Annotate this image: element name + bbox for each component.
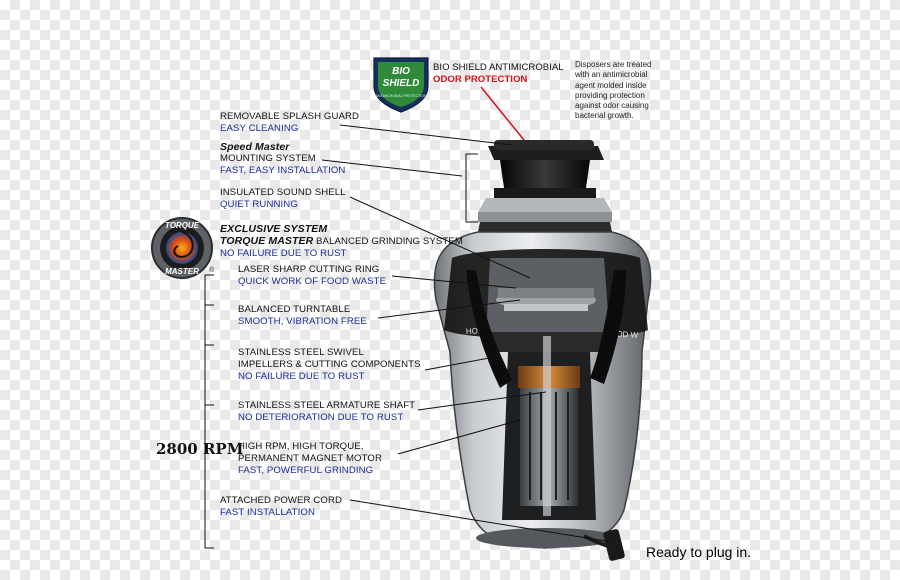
callout-splash-guard-benefit: EASY CLEANING: [220, 123, 299, 134]
svg-text:ANTIMICROBIAL PROTECTION: ANTIMICROBIAL PROTECTION: [375, 94, 426, 98]
callout-grinding-title: BALANCED GRINDING SYSTEM: [316, 236, 463, 247]
svg-text:®: ®: [209, 266, 215, 274]
callout-turntable-benefit: SMOOTH, VIBRATION FREE: [238, 316, 367, 327]
callout-splash-guard: REMOVABLE SPLASH GUARD EASY CLEANING: [220, 111, 359, 135]
callout-motor-title: HIGH RPM, HIGH TORQUE,: [238, 441, 364, 452]
callout-impellers-title: STAINLESS STEEL SWIVEL: [238, 347, 364, 358]
callout-grinding-system: EXCLUSIVE SYSTEM TORQUE MASTER BALANCED …: [220, 223, 463, 260]
callout-impellers: STAINLESS STEEL SWIVEL IMPELLERS & CUTTI…: [238, 347, 421, 383]
callout-power-cord-benefit: FAST INSTALLATION: [220, 507, 315, 518]
svg-text:BIO: BIO: [392, 66, 410, 77]
svg-text:OOD W: OOD W: [610, 329, 639, 340]
callout-impellers-subtitle: IMPELLERS & CUTTING COMPONENTS: [238, 359, 421, 370]
callout-mounting-title: MOUNTING SYSTEM: [220, 153, 316, 164]
svg-text:MASTER: MASTER: [165, 267, 199, 276]
torque-master-icon: TORQUE MASTER ®: [151, 217, 215, 279]
callout-mounting-system: Speed Master MOUNTING SYSTEM FAST, EASY …: [220, 141, 345, 177]
callout-power-cord-title: ATTACHED POWER CORD: [220, 495, 342, 506]
callout-splash-guard-title: REMOVABLE SPLASH GUARD: [220, 111, 360, 122]
bio-shield-icon: BIO SHIELD ANTIMICROBIAL PROTECTION: [373, 57, 429, 113]
callout-turntable: BALANCED TURNTABLE SMOOTH, VIBRATION FRE…: [238, 304, 367, 328]
callout-sound-shell-title: INSULATED SOUND SHELL: [220, 187, 346, 198]
odor-protection-label: ODOR PROTECTION: [433, 74, 528, 85]
callout-turntable-title: BALANCED TURNTABLE: [238, 304, 351, 315]
callout-lines: [204, 86, 613, 549]
torque-master-brand: TORQUE MASTER: [220, 235, 314, 247]
callout-grinding-benefit: NO FAILURE DUE TO RUST: [220, 248, 347, 259]
speed-master-brand: Speed Master: [220, 141, 290, 153]
callout-mounting-benefit: FAST, EASY INSTALLATION: [220, 165, 346, 176]
callout-sound-shell-benefit: QUIET RUNNING: [220, 199, 298, 210]
callout-cutting-ring: LASER SHARP CUTTING RING QUICK WORK OF F…: [238, 264, 386, 288]
svg-text:SHIELD: SHIELD: [383, 78, 420, 89]
ready-to-plug-label: Ready to plug in.: [646, 544, 752, 560]
callout-impellers-benefit: NO FAILURE DUE TO RUST: [238, 371, 365, 382]
callout-armature-benefit: NO DETERIORATION DUE TO RUST: [238, 412, 404, 423]
callout-sound-shell: INSULATED SOUND SHELL QUIET RUNNING: [220, 187, 346, 211]
callout-armature-shaft: STAINLESS STEEL ARMATURE SHAFT NO DETERI…: [238, 400, 415, 424]
callout-motor: HIGH RPM, HIGH TORQUE, PERMANENT MAGNET …: [238, 441, 382, 477]
callout-cutting-ring-benefit: QUICK WORK OF FOOD WASTE: [238, 276, 387, 287]
callout-cutting-ring-title: LASER SHARP CUTTING RING: [238, 264, 380, 275]
callout-power-cord: ATTACHED POWER CORD FAST INSTALLATION: [220, 495, 342, 519]
svg-text:TORQUE: TORQUE: [165, 221, 200, 230]
mounting-assembly: [478, 140, 612, 232]
exclusive-system-brand: EXCLUSIVE SYSTEM: [220, 223, 328, 235]
bio-shield-description: Disposers are treated with an antimicrob…: [575, 60, 652, 121]
callout-armature-title: STAINLESS STEEL ARMATURE SHAFT: [238, 400, 416, 411]
callout-motor-subtitle: PERMANENT MAGNET MOTOR: [238, 453, 382, 464]
rpm-label: 2800 RPM: [156, 440, 244, 458]
bio-shield-title: BIO SHIELD ANTIMICROBIAL: [433, 62, 564, 73]
callout-motor-benefit: FAST, POWERFUL GRINDING: [238, 465, 374, 476]
cutaway-interior: [466, 258, 626, 520]
